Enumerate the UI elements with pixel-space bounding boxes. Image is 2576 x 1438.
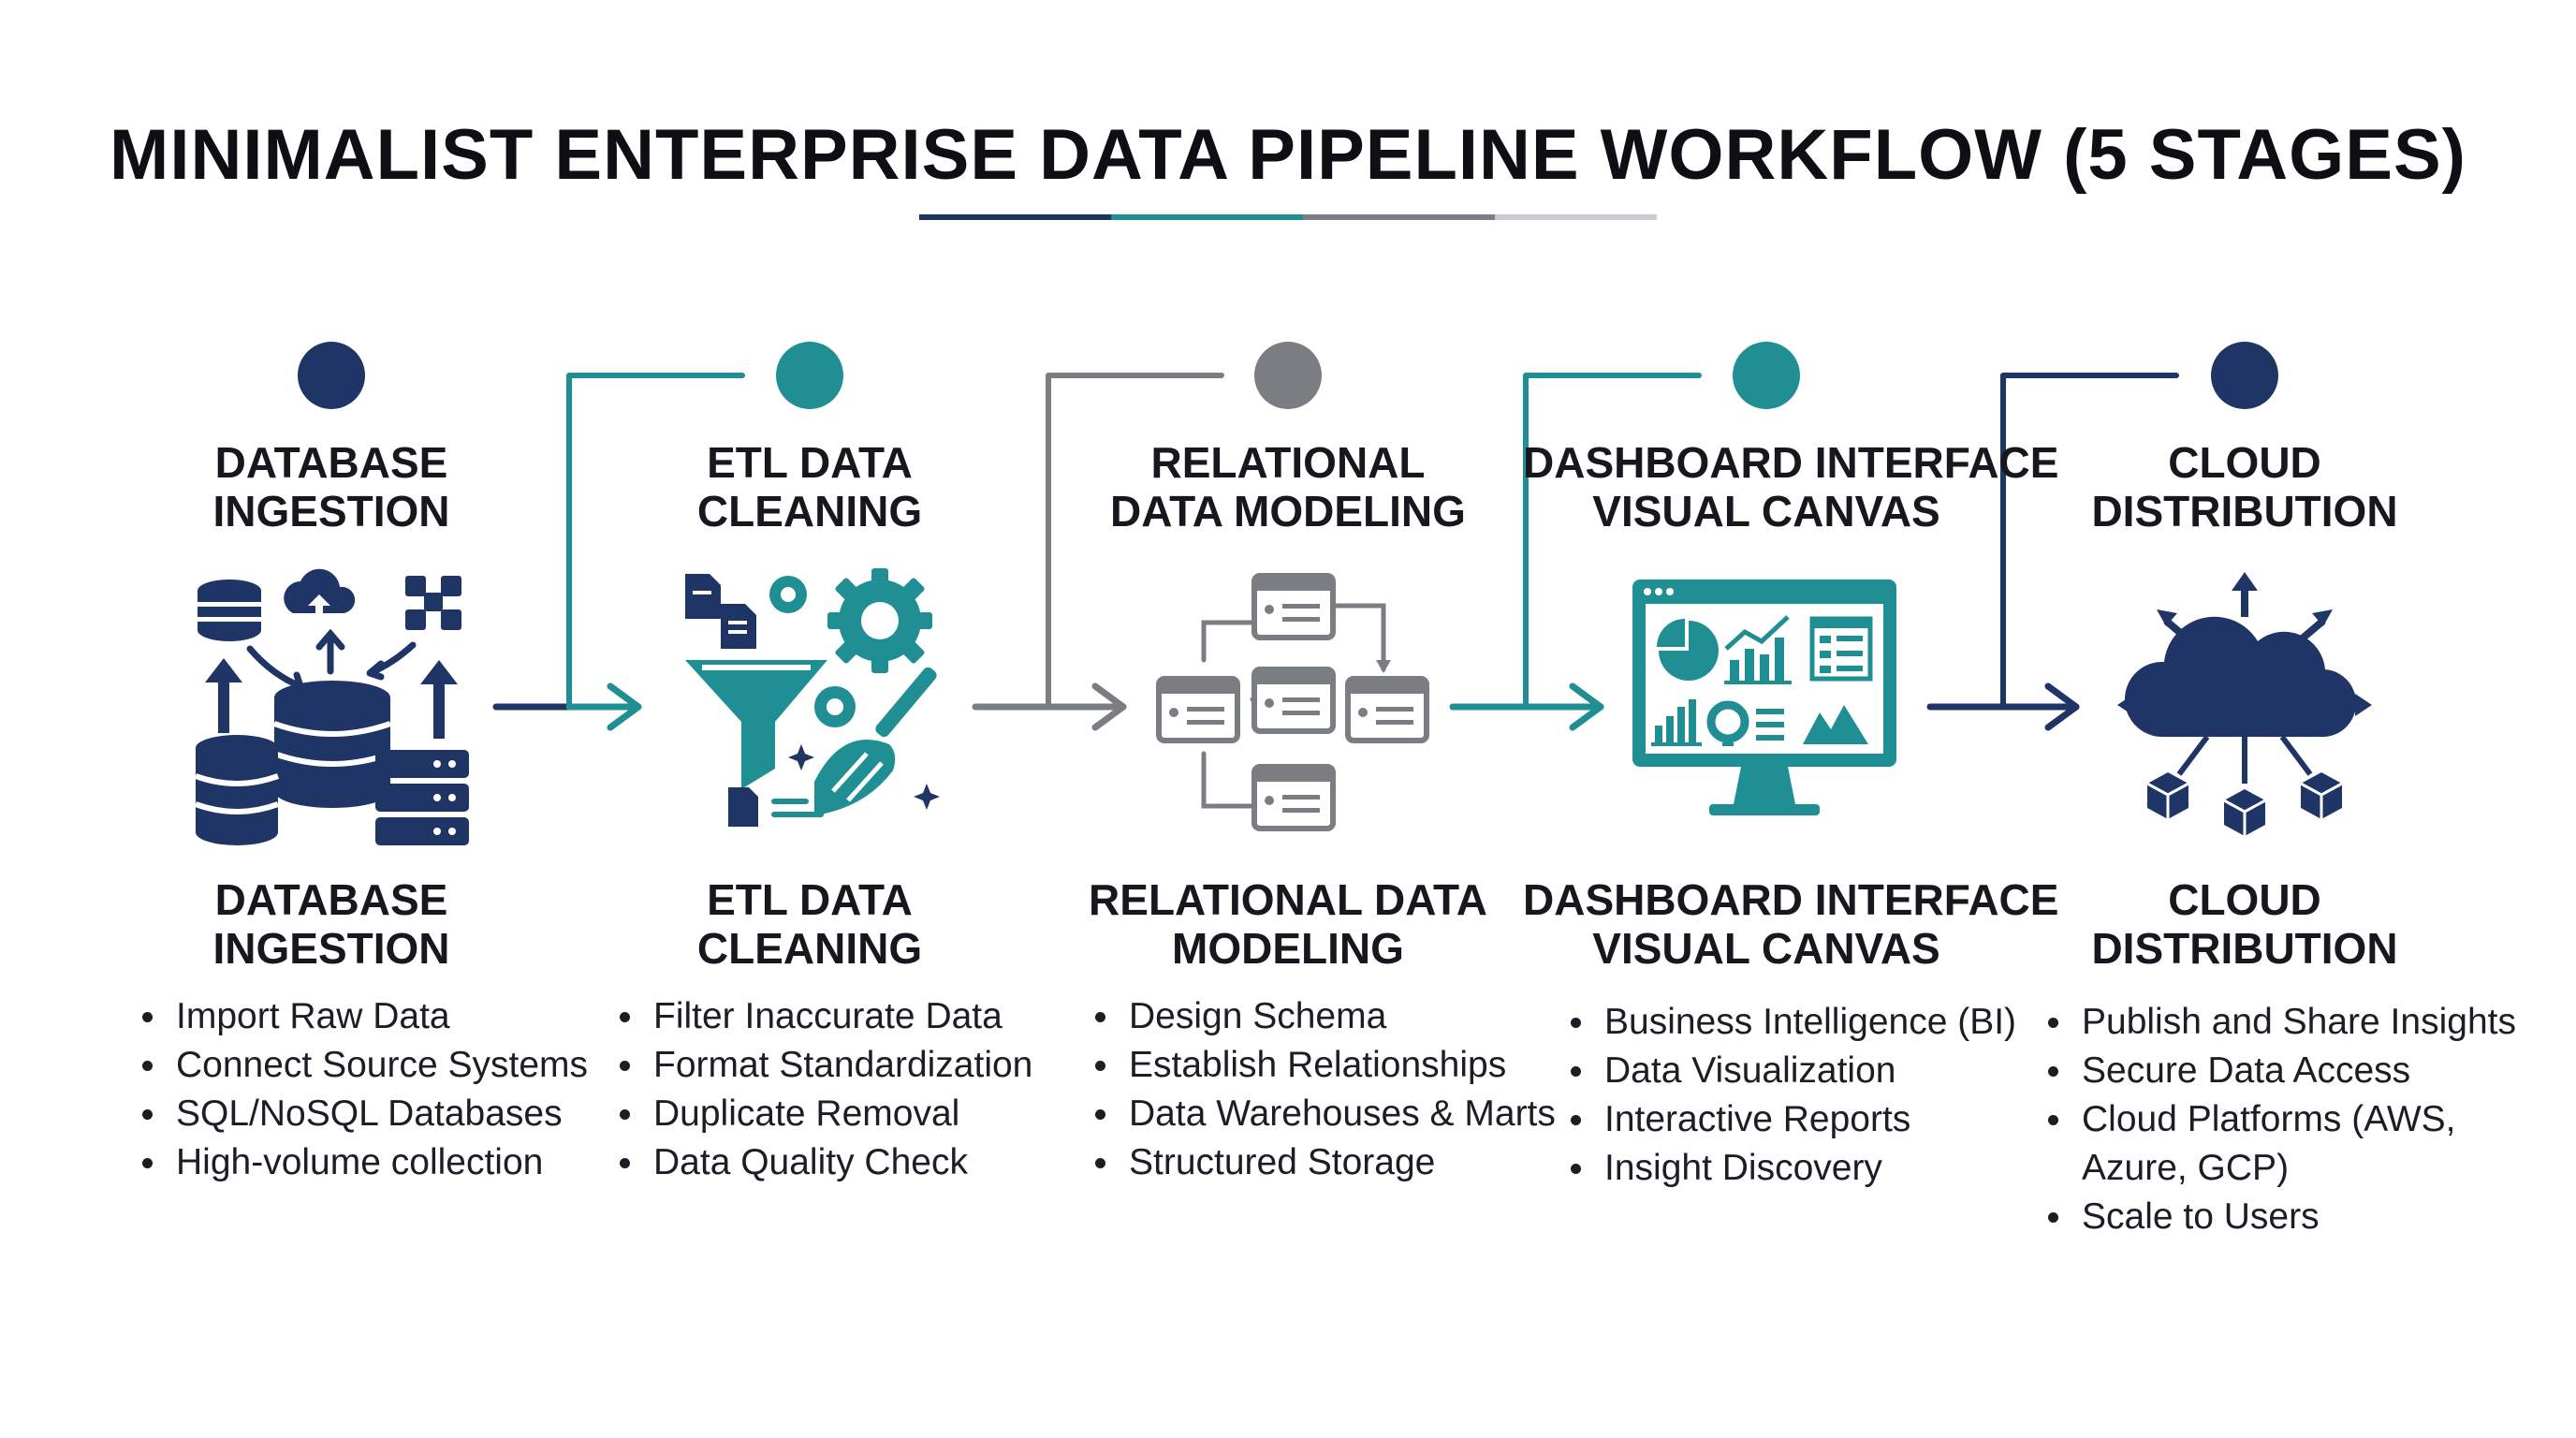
stage-4-dot (1733, 342, 1800, 409)
dashboard-monitor-icon (1632, 580, 1896, 815)
list-item: SQL/NoSQL Databases (139, 1090, 588, 1138)
list-item: Interactive Reports (1567, 1095, 2016, 1144)
list-item-continuation: Azure, GCP) (2082, 1148, 2290, 1188)
list-item: Cloud Platforms (AWS, (2044, 1095, 2516, 1144)
list-item: Publish and Share Insights (2044, 998, 2516, 1047)
database-ingestion-icon (194, 568, 469, 845)
cloud-distribution-icon (2117, 572, 2372, 836)
list-item: Scale to Users (2044, 1193, 2516, 1241)
list-item: Secure Data Access (2044, 1047, 2516, 1095)
list-item: Import Raw Data (139, 992, 588, 1041)
list-item: Business Intelligence (BI) (1567, 998, 2016, 1047)
list-item: Establish Relationships (1091, 1041, 1556, 1090)
list-item: Insight Discovery (1567, 1144, 2016, 1193)
connector-2-3 (972, 373, 1224, 731)
list-item: Structured Storage (1091, 1138, 1556, 1187)
page-title: MINIMALIST ENTERPRISE DATA PIPELINE WORK… (110, 115, 2466, 195)
stage-4-bullets: Business Intelligence (BI) Data Visualiz… (1567, 998, 2016, 1193)
connector-3-4 (1449, 373, 1702, 731)
list-item: High-volume collection (139, 1138, 588, 1187)
stage-1-dot (298, 342, 365, 409)
list-item: Connect Source Systems (139, 1041, 588, 1090)
list-item: Duplicate Removal (616, 1090, 1032, 1138)
stage-5-dot (2211, 342, 2278, 409)
list-item: Data Quality Check (616, 1138, 1032, 1187)
stage-2-bullets: Filter Inaccurate Data Format Standardiz… (616, 992, 1032, 1187)
list-item: Design Schema (1091, 992, 1556, 1041)
list-item: Data Warehouses & Marts (1091, 1090, 1556, 1138)
title-underline (919, 214, 1657, 220)
list-item: Format Standardization (616, 1041, 1032, 1090)
stage-3-bullets: Design Schema Establish Relationships Da… (1091, 992, 1556, 1187)
connector-4-5 (1926, 373, 2179, 731)
connector-1-2 (492, 373, 745, 731)
etl-cleaning-icon (685, 568, 940, 827)
stage-3-dot (1254, 342, 1322, 409)
list-item: Filter Inaccurate Data (616, 992, 1032, 1041)
relational-modeling-icon (1156, 573, 1429, 831)
stage-2-dot (776, 342, 843, 409)
list-item: Data Visualization (1567, 1047, 2016, 1095)
stage-1-bullets: Import Raw Data Connect Source Systems S… (139, 992, 588, 1187)
stage-5-bullets: Publish and Share Insights Secure Data A… (2044, 998, 2516, 1241)
